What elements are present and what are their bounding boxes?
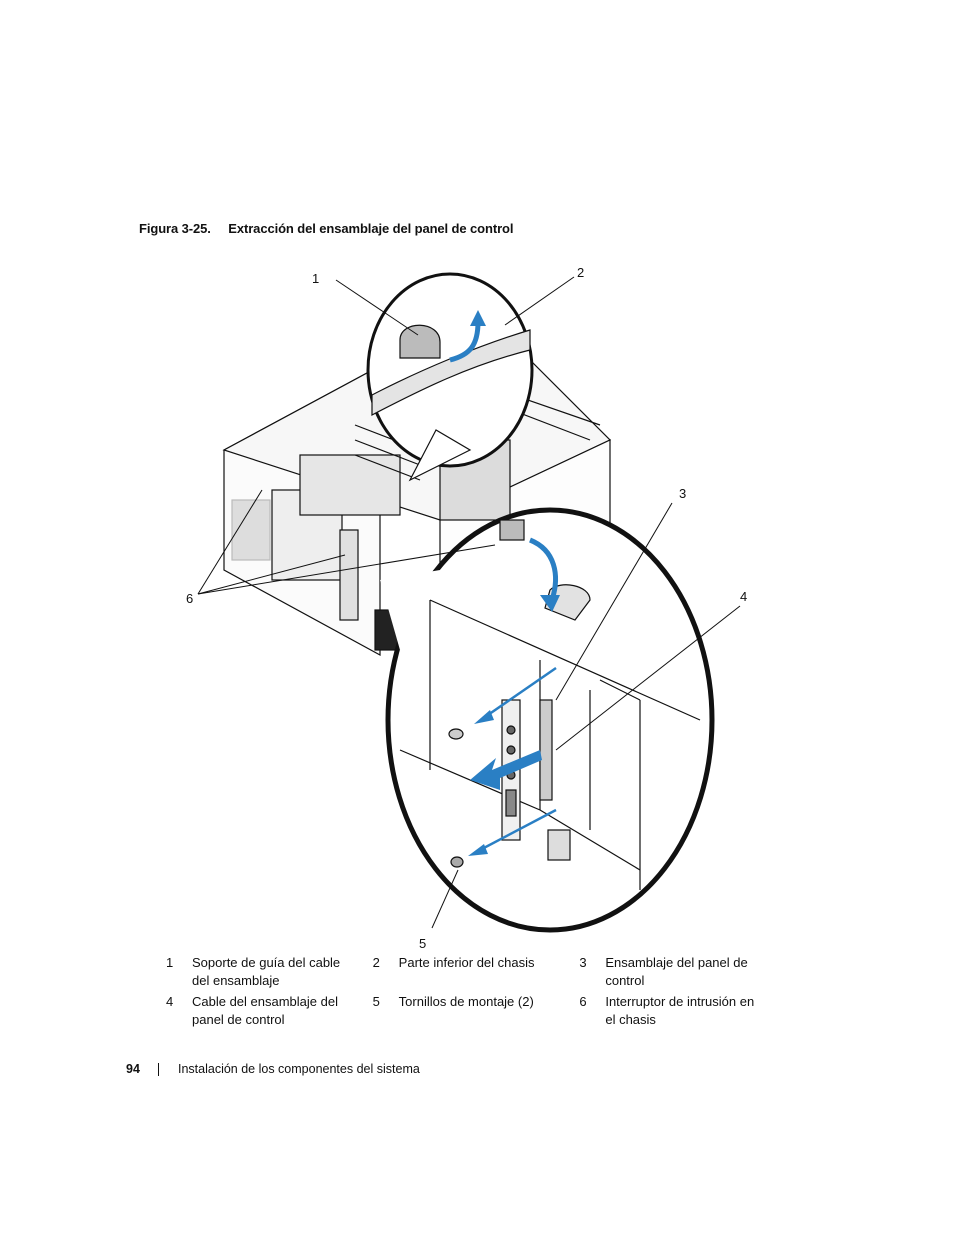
arrow-screw-bottom xyxy=(479,808,557,852)
callout-2: 2 xyxy=(577,265,585,280)
legend-table: 1 Soporte de guía del cable del ensambla… xyxy=(160,954,780,1032)
legend-text: Parte inferior del chasis xyxy=(398,955,535,970)
legend-text: Cable del ensamblaje del panel de contro… xyxy=(192,994,338,1027)
illustration: 1 2 3 4 5 6 xyxy=(0,250,954,951)
legend-number: 6 xyxy=(579,994,587,1009)
legend-text: Ensamblaje del panel de control xyxy=(605,955,748,988)
arrow-switch-down xyxy=(528,537,558,601)
legend-item: 4 Cable del ensamblaje del panel de cont… xyxy=(160,993,367,1029)
page-footer: 94 Instalación de los componentes del si… xyxy=(126,1062,420,1076)
figure-title: Extracción del ensamblaje del panel de c… xyxy=(228,221,514,236)
callout-6: 6 xyxy=(186,591,194,606)
callout-3: 3 xyxy=(679,486,687,501)
arrow-screw-top xyxy=(484,666,557,719)
legend-text: Soporte de guía del cable del ensamblaje xyxy=(192,955,341,988)
legend-number: 2 xyxy=(372,955,380,970)
legend-number: 3 xyxy=(579,955,587,970)
illustration-drawing xyxy=(197,272,741,933)
legend-item: 3 Ensamblaje del panel de control xyxy=(573,954,780,990)
legend-text: Interruptor de intrusión en el chasis xyxy=(605,994,755,1027)
arrow-panel-out xyxy=(470,750,542,790)
legend-row: 4 Cable del ensamblaje del panel de cont… xyxy=(160,993,780,1029)
legend-text: Tornillos de montaje (2) xyxy=(398,994,534,1009)
legend-item: 6 Interruptor de intrusión en el chasis xyxy=(573,993,780,1029)
callout-5: 5 xyxy=(419,936,427,951)
legend-item: 2 Parte inferior del chasis xyxy=(367,954,574,990)
page-number: 94 xyxy=(126,1062,140,1076)
legend-item: 5 Tornillos de montaje (2) xyxy=(367,993,574,1029)
figure-caption: Figura 3-25. Extracción del ensamblaje d… xyxy=(139,221,514,236)
legend-number: 5 xyxy=(372,994,380,1009)
legend-row: 1 Soporte de guía del cable del ensambla… xyxy=(160,954,780,990)
callout-4: 4 xyxy=(740,589,748,604)
legend-number: 1 xyxy=(166,955,174,970)
figure-label: Figura 3-25. xyxy=(139,221,211,236)
footer-divider xyxy=(158,1062,159,1076)
section-title: Instalación de los componentes del siste… xyxy=(178,1062,420,1076)
legend-item: 1 Soporte de guía del cable del ensambla… xyxy=(160,954,367,990)
legend-number: 4 xyxy=(166,994,174,1009)
callout-1: 1 xyxy=(312,271,320,286)
arrow-cable-lift xyxy=(449,321,481,363)
